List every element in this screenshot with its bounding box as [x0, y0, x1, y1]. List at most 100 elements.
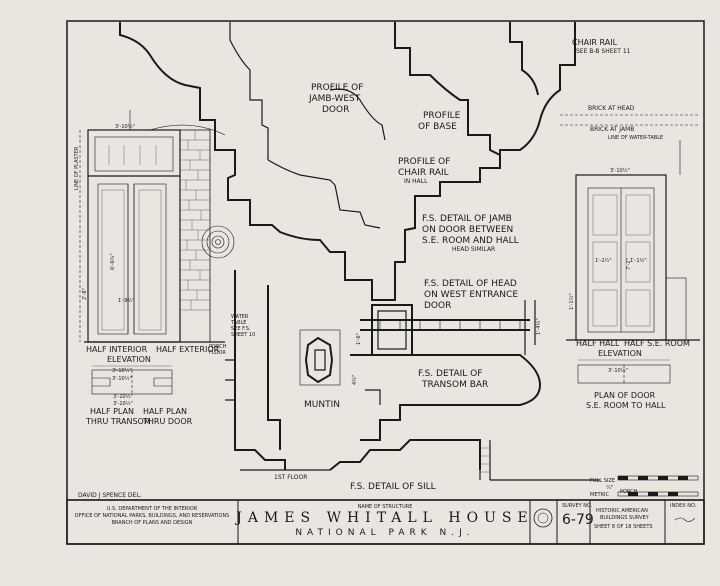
structure-title: JAMES WHITALL HOUSE	[234, 510, 533, 526]
index-label: INDEX NO.	[670, 503, 697, 509]
porch-floor-2: FLOOR	[209, 350, 226, 356]
fs-jamb-label-4: HEAD SIMILAR	[452, 246, 495, 253]
fs-jamb-label-2: ON DOOR BETWEEN	[422, 225, 513, 235]
porch-floor-1: PORCH	[209, 344, 227, 350]
svg-text:WATER: WATER	[231, 314, 249, 320]
dim-right-6: 1'-1½"	[568, 293, 575, 310]
dim-left-5: 2'-8"	[82, 288, 88, 300]
svg-text:DOOR: DOOR	[424, 301, 451, 311]
scale-ratio: ¼"	[606, 485, 613, 491]
svg-text:HALF INTERIOR: HALF INTERIOR	[86, 345, 148, 354]
svg-text:ON DOOR BETWEEN: ON DOOR BETWEEN	[422, 225, 513, 235]
dim-left-3: 3'-10½"	[112, 375, 132, 382]
svg-text:ON WEST ENTRANCE: ON WEST ENTRANCE	[424, 290, 518, 300]
right-elevation-label: ELEVATION	[598, 349, 642, 358]
right-plan	[577, 359, 671, 384]
muntin-label: MUNTIN	[304, 400, 340, 410]
water-table-2: TABLE	[230, 320, 246, 326]
of-word: OF	[617, 524, 624, 530]
scroll-volute	[201, 225, 235, 259]
scale-full-size: FULL SIZE	[590, 478, 615, 484]
agency-line-3: BRANCH OF PLANS AND DESIGN	[112, 520, 193, 526]
chair-rail-ref-1: CHAIR RAIL	[572, 38, 618, 47]
dim-center-2: 1'-4½"	[535, 318, 542, 335]
seal-icon	[533, 508, 553, 528]
svg-text:HALF PLAN: HALF PLAN	[90, 407, 134, 416]
title-block: DAVID J SPENCE DEL. U.S. DEPARTMENT OF T…	[66, 492, 705, 545]
water-table-3: SEE F.S.	[231, 326, 251, 332]
half-interior-label: HALF INTERIOR	[86, 345, 148, 354]
svg-text:PORCH: PORCH	[209, 344, 227, 350]
svg-text:JAMB-WEST: JAMB-WEST	[308, 94, 361, 104]
svg-text:SHEET 10: SHEET 10	[231, 332, 255, 338]
half-plan-door-1: HALF PLAN	[143, 407, 187, 416]
chair-rail-label-3: IN HALL	[404, 178, 428, 185]
jamb-west-label-1: PROFILE OF	[311, 83, 363, 93]
water-table-1: WATER	[231, 314, 249, 320]
profile-base-label-2: OF BASE	[418, 122, 457, 132]
dim-left-2: 3'-10½"	[112, 367, 132, 374]
svg-text:PLAN OF DOOR: PLAN OF DOOR	[594, 391, 656, 400]
dim-right-3: 1'-2½"	[595, 257, 612, 264]
dim-left-8: 3'-10½"	[113, 400, 133, 407]
right-door-elevation	[566, 140, 700, 341]
svg-text:TRANSOM BAR: TRANSOM BAR	[421, 380, 488, 390]
svg-text:S.E. ROOM TO HALL: S.E. ROOM TO HALL	[586, 401, 666, 410]
svg-text:SEE F.S.: SEE F.S.	[231, 326, 251, 332]
moulding-profiles	[119, 22, 576, 470]
head-transom-details	[240, 300, 600, 481]
svg-text:PROFILE: PROFILE	[423, 111, 461, 121]
scale-metric: METRIC	[590, 492, 609, 498]
brick-lines	[560, 114, 700, 126]
fs-jamb-label-1: F.S. DETAIL OF JAMB	[422, 214, 512, 224]
scale-bar: FULL SIZE ¼" METRIC	[590, 475, 699, 498]
dim-right-5: 3'-10½"	[608, 367, 628, 374]
left-elevation-label: ELEVATION	[107, 355, 151, 364]
svg-text:HALF S.E. ROOM: HALF S.E. ROOM	[624, 339, 690, 348]
svg-text:F.S. DETAIL OF JAMB: F.S. DETAIL OF JAMB	[422, 214, 512, 224]
dim-right-1: 3'-10½"	[610, 167, 630, 174]
half-se-room-label: HALF S.E. ROOM	[624, 339, 690, 348]
fs-head-label-1: F.S. DETAIL OF HEAD	[424, 279, 517, 289]
chair-rail-ref-2: SEE B-B SHEET 11	[576, 48, 631, 55]
plan-of-door-2: S.E. ROOM TO HALL	[586, 401, 666, 410]
svg-text:THRU TRANSOM: THRU TRANSOM	[85, 417, 151, 426]
svg-text:HEAD SIMILAR: HEAD SIMILAR	[452, 246, 495, 253]
svg-text:PROFILE OF: PROFILE OF	[311, 83, 363, 93]
svg-text:F.S. DETAIL OF: F.S. DETAIL OF	[418, 369, 482, 379]
jamb-west-label-2: JAMB-WEST	[308, 94, 361, 104]
dim-left-4: 6'-6¾"	[110, 253, 116, 270]
chair-rail-label-1: PROFILE OF	[398, 157, 450, 167]
habs-line-1: HISTORIC AMERICAN	[596, 508, 648, 514]
svg-text:HALF PLAN: HALF PLAN	[143, 407, 187, 416]
delineator: DAVID J SPENCE DEL.	[78, 492, 142, 499]
brick-at-jamb-label: BRICK AT JAMB	[590, 126, 634, 133]
survey-number: 6-79	[562, 512, 594, 528]
line-of-plaster-label: LINE OF PLASTER	[74, 146, 80, 190]
svg-text:CHAIR RAIL: CHAIR RAIL	[572, 38, 618, 47]
svg-text:HALF EXTERIOR: HALF EXTERIOR	[156, 345, 220, 354]
profile-base-label-1: PROFILE	[423, 111, 461, 121]
signature-mark	[674, 517, 696, 522]
dim-center-3: 4½"	[351, 375, 358, 385]
agency-line-2: OFFICE OF NATIONAL PARKS, BUILDINGS, AND…	[75, 513, 230, 519]
water-table-4: SHEET 10	[231, 332, 255, 338]
fs-sill-label: F.S. DETAIL OF SILL	[350, 482, 436, 492]
chair-rail-label-2: CHAIR RAIL	[398, 168, 449, 178]
first-floor-label: 1ST FLOOR	[274, 474, 307, 481]
dim-right-2: 7'-2"	[626, 258, 632, 270]
svg-text:PROFILE OF: PROFILE OF	[398, 157, 450, 167]
plan-of-door-1: PLAN OF DOOR	[594, 391, 656, 400]
fs-head-label-2: ON WEST ENTRANCE	[424, 290, 518, 300]
svg-text:HALF HALL: HALF HALL	[576, 339, 620, 348]
svg-text:IN HALL: IN HALL	[404, 178, 428, 185]
dim-center-1: 1'-6"	[356, 333, 362, 345]
svg-text:OF BASE: OF BASE	[418, 122, 457, 132]
dim-right-4: 1'-1½"	[630, 257, 647, 264]
dim-left-1: 3'-10½"	[115, 123, 135, 130]
structure-location: NATIONAL PARK N.J.	[295, 528, 474, 538]
svg-text:SHEET 8 OF 1: SHEET 8 OF 18 SHEETS	[594, 524, 653, 530]
water-table-line-label: LINE OF WATER-TABLE	[608, 135, 663, 141]
sheet-number: 8	[612, 524, 615, 530]
